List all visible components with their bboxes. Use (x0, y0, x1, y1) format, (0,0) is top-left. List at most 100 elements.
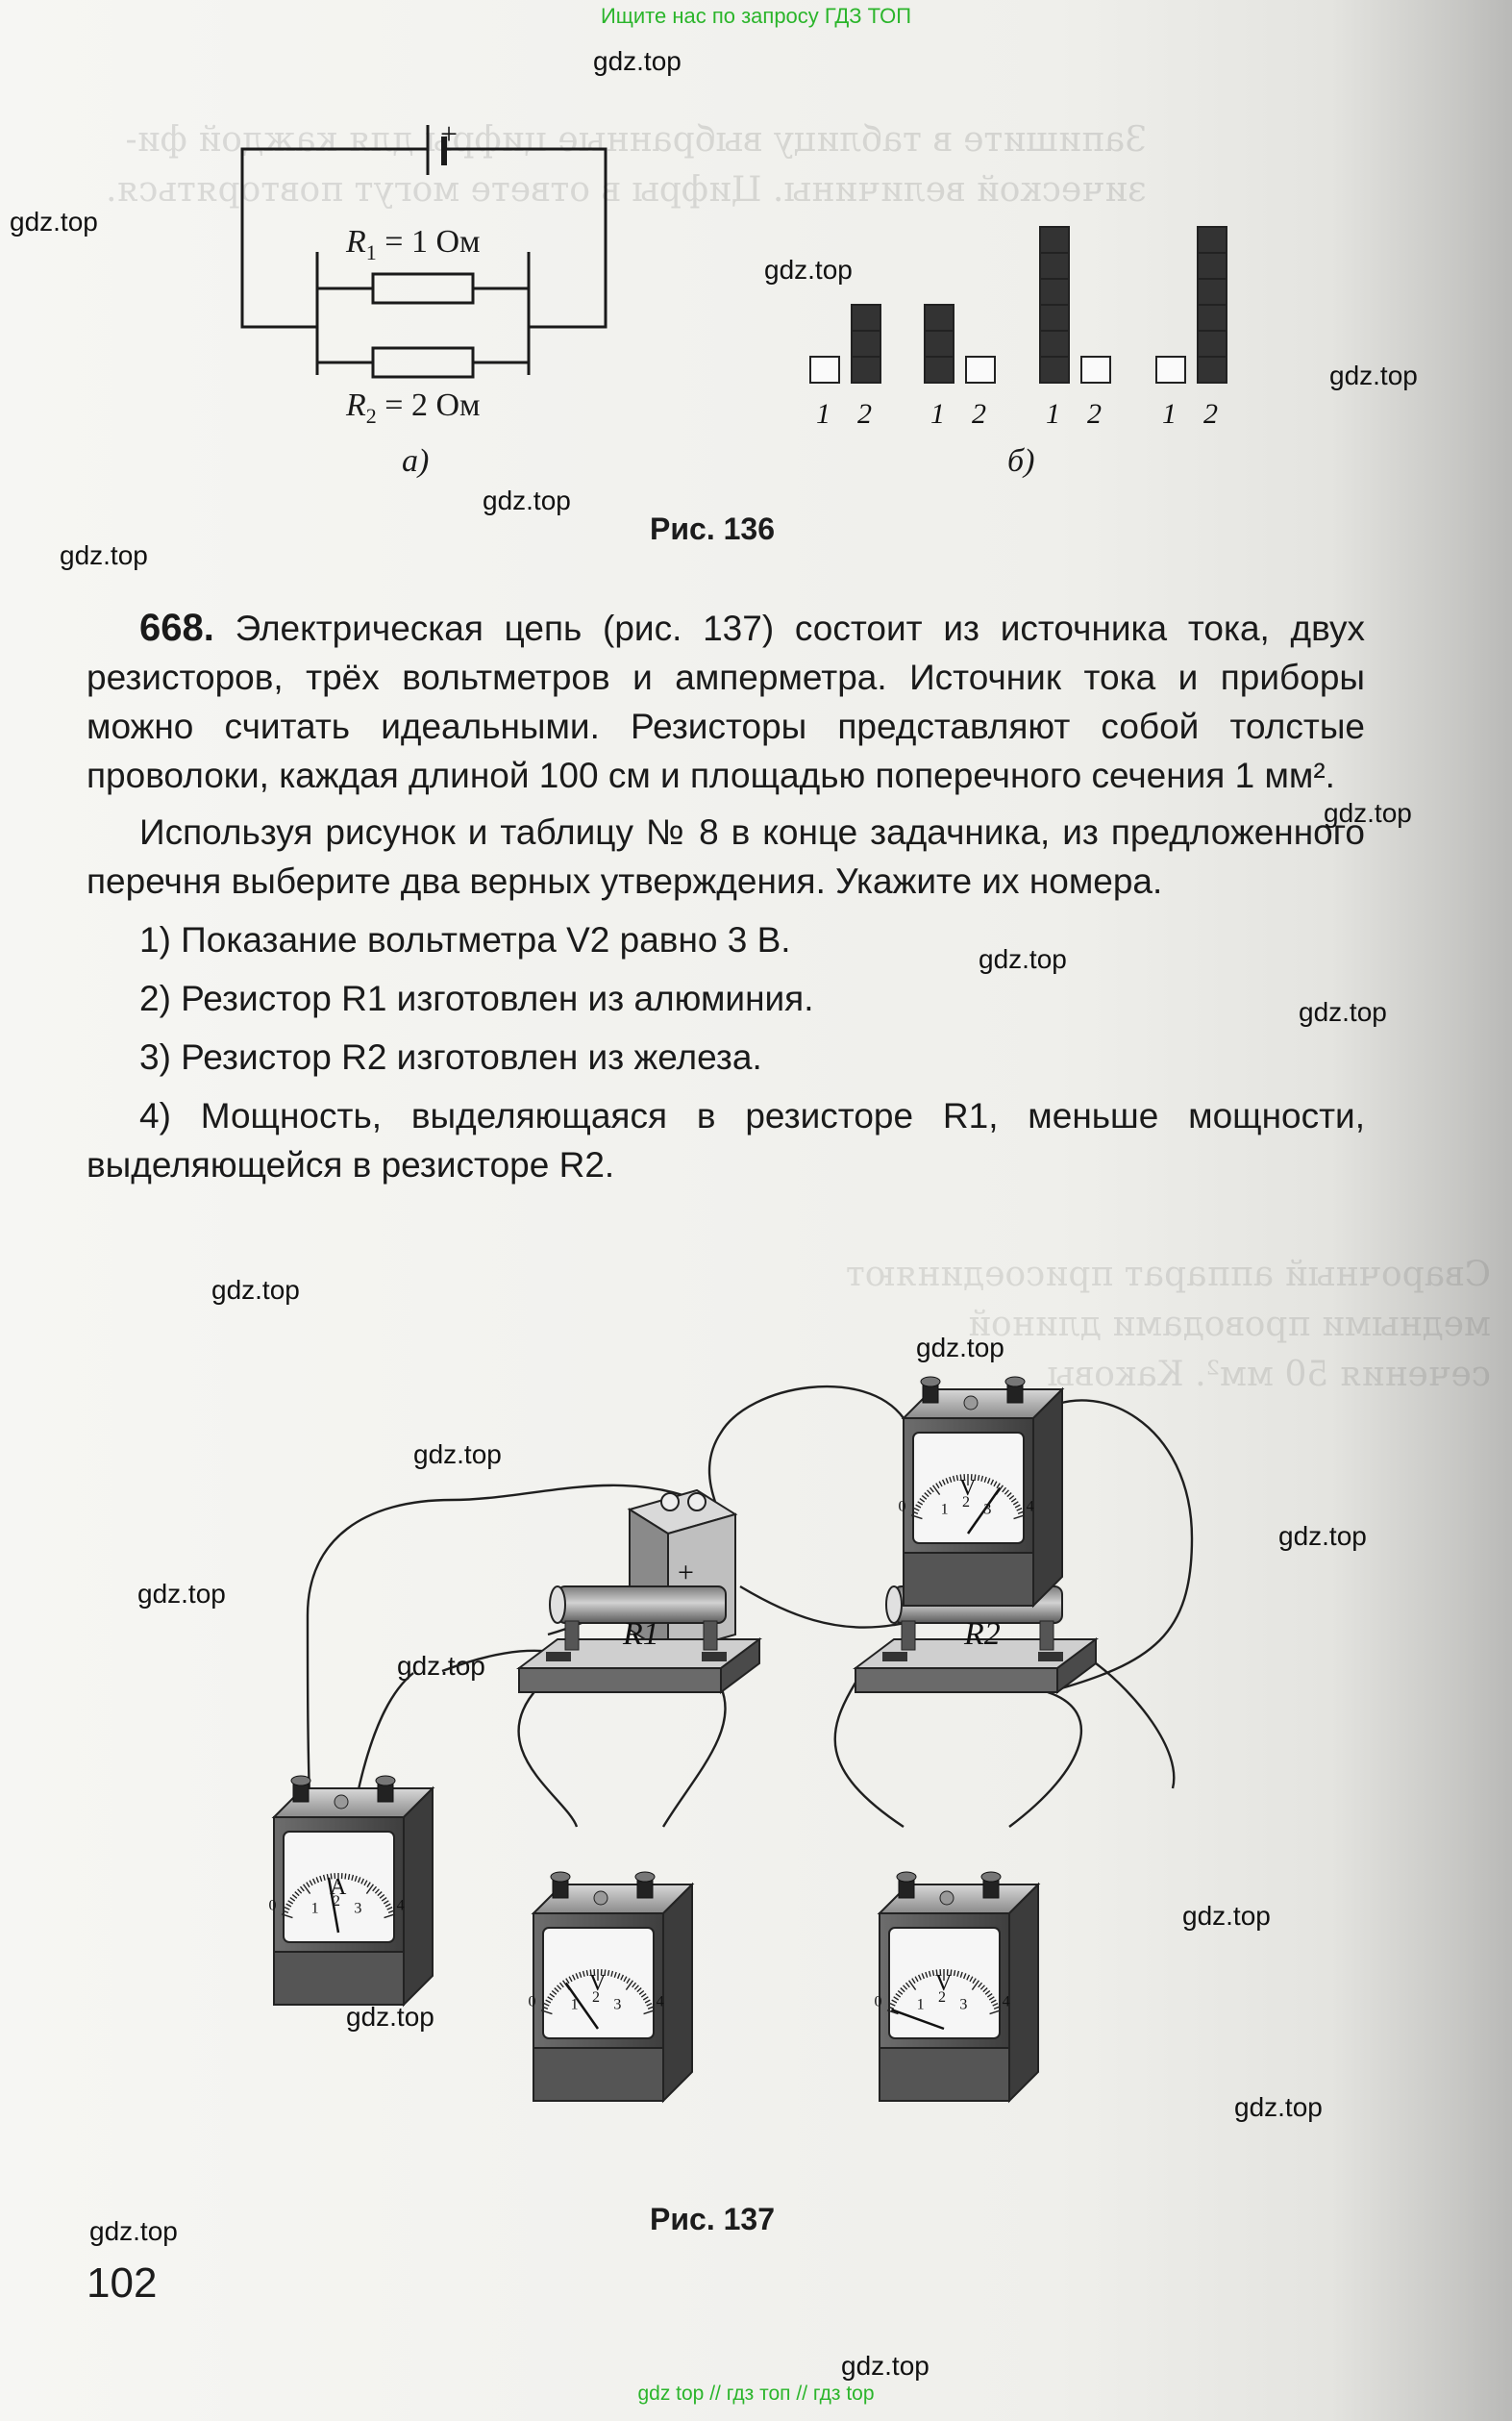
scale-label: 2 (592, 1989, 600, 2006)
resistor-r1 (516, 1585, 762, 1694)
needle (327, 1877, 340, 1934)
option-3: 3) Резистор R2 изготовлен из железа. (139, 1037, 762, 1077)
watermark: gdz.top (979, 944, 1067, 974)
watermark: gdz.top (137, 1579, 226, 1609)
scale-label: 2 (938, 1989, 946, 2006)
bar-cell (1197, 226, 1227, 254)
label-b: б) (1007, 443, 1034, 479)
option-1: 1) Показание вольтметра V2 равно 3 В. (139, 920, 791, 960)
scale-label: 4 (657, 1993, 664, 2009)
bar-cell (924, 330, 954, 358)
bar-label: 1 (930, 398, 945, 430)
watermark: gdz.top (593, 46, 682, 76)
bar-cell (851, 304, 881, 332)
bottom-banner[interactable]: gdz top // гдз топ // гдз top (637, 2383, 875, 2405)
option-4: 4) Мощность, выделяющаяся в резисторе R1… (87, 1096, 1365, 1185)
scale-label: 0 (528, 1993, 535, 2009)
bar-cell (1197, 252, 1227, 280)
option-2: 2) Резистор R1 изготовлен из алюминия. (139, 979, 814, 1018)
watermark: gdz.top (89, 2216, 178, 2246)
bar-cell (1039, 304, 1070, 332)
watermark: gdz.top (413, 1439, 502, 1469)
figure-137-caption: Рис. 137 (650, 2202, 775, 2236)
watermark: gdz.top (1234, 2092, 1323, 2122)
scale-label: 0 (898, 1498, 905, 1514)
scale-label: 4 (1003, 1993, 1010, 2009)
r1-label: R1 = 1 Ом (345, 224, 481, 264)
watermark: gdz.top (764, 255, 853, 285)
task-number: 668. (139, 607, 214, 649)
meter-letter: V (935, 1971, 953, 1996)
watermark: gdz.top (483, 486, 571, 515)
scale-label: 0 (268, 1897, 276, 1913)
scale-label: 2 (962, 1494, 970, 1510)
needle (966, 1486, 1002, 1535)
scale-label: 3 (354, 1900, 361, 1916)
r1-label: R1 (622, 1616, 659, 1652)
watermark: gdz.top (211, 1275, 300, 1305)
meter-letter: V (959, 1476, 977, 1501)
battery-plus-sign: + (440, 116, 458, 151)
bar-cell (1197, 356, 1227, 384)
label-a: а) (402, 443, 429, 479)
bar-label: 1 (1162, 398, 1177, 430)
page-number: 102 (87, 2259, 158, 2307)
watermark: gdz.top (1182, 1901, 1271, 1931)
watermark: gdz.top (1329, 361, 1418, 390)
bar-label: 2 (972, 398, 986, 430)
bar-cell (965, 356, 996, 384)
bar-cell (1197, 278, 1227, 306)
bar-cell (1080, 356, 1111, 384)
r2-label: R2 (963, 1616, 1001, 1652)
watermark: gdz.top (841, 2351, 930, 2381)
bar-label: 2 (1087, 398, 1102, 430)
watermark: gdz.top (916, 1333, 1004, 1362)
bar-diagrams-b (809, 226, 1227, 384)
bar-label: 2 (1203, 398, 1218, 430)
circuit-diagram-a (240, 125, 607, 379)
scale-label: 3 (983, 1501, 991, 1517)
watermark: gdz.top (1324, 798, 1412, 828)
bar-cell (1155, 356, 1186, 384)
watermark: gdz.top (346, 2002, 434, 2032)
watermark: gdz.top (1299, 997, 1387, 1027)
scale-label: 2 (333, 1893, 340, 1909)
bar-label: 1 (1046, 398, 1060, 430)
scale-label: 1 (917, 1996, 925, 2012)
r2-label: R2 = 2 Ом (345, 387, 481, 428)
bar-label: 2 (857, 398, 872, 430)
meter-letter: A (330, 1875, 347, 1900)
watermark: gdz.top (1278, 1521, 1367, 1551)
bar-cell (1039, 252, 1070, 280)
task-text-1: Электрическая цепь (рис. 137) состоит из… (87, 609, 1365, 795)
figure-136-caption: Рис. 136 (650, 512, 775, 546)
bar-cell (1039, 356, 1070, 384)
scale-label: 0 (874, 1993, 881, 2009)
scale-label: 1 (311, 1900, 319, 1916)
scale-label: 4 (1027, 1498, 1034, 1514)
needle (564, 1982, 600, 2030)
top-banner[interactable]: Ищите нас по запросу ГДЗ ТОП (600, 4, 912, 28)
bar-label: 1 (816, 398, 830, 430)
bar-cell (1039, 278, 1070, 306)
bar-cell (1039, 226, 1070, 254)
bar-cell (851, 356, 881, 384)
needle (891, 2008, 945, 2031)
scale-label: 4 (397, 1897, 405, 1913)
meter-letter: V (589, 1971, 607, 1996)
bar-cell (1197, 330, 1227, 358)
scale-label: 3 (613, 1996, 621, 2012)
scale-label: 1 (941, 1501, 949, 1517)
scale-label: 1 (571, 1996, 579, 2012)
watermark: gdz.top (60, 540, 148, 570)
bar-cell (924, 304, 954, 332)
task-668: 668. Электрическая цепь (рис. 137) состо… (87, 604, 1365, 1189)
bar-cell (1039, 330, 1070, 358)
bar-cell (1197, 304, 1227, 332)
bar-cell (851, 330, 881, 358)
